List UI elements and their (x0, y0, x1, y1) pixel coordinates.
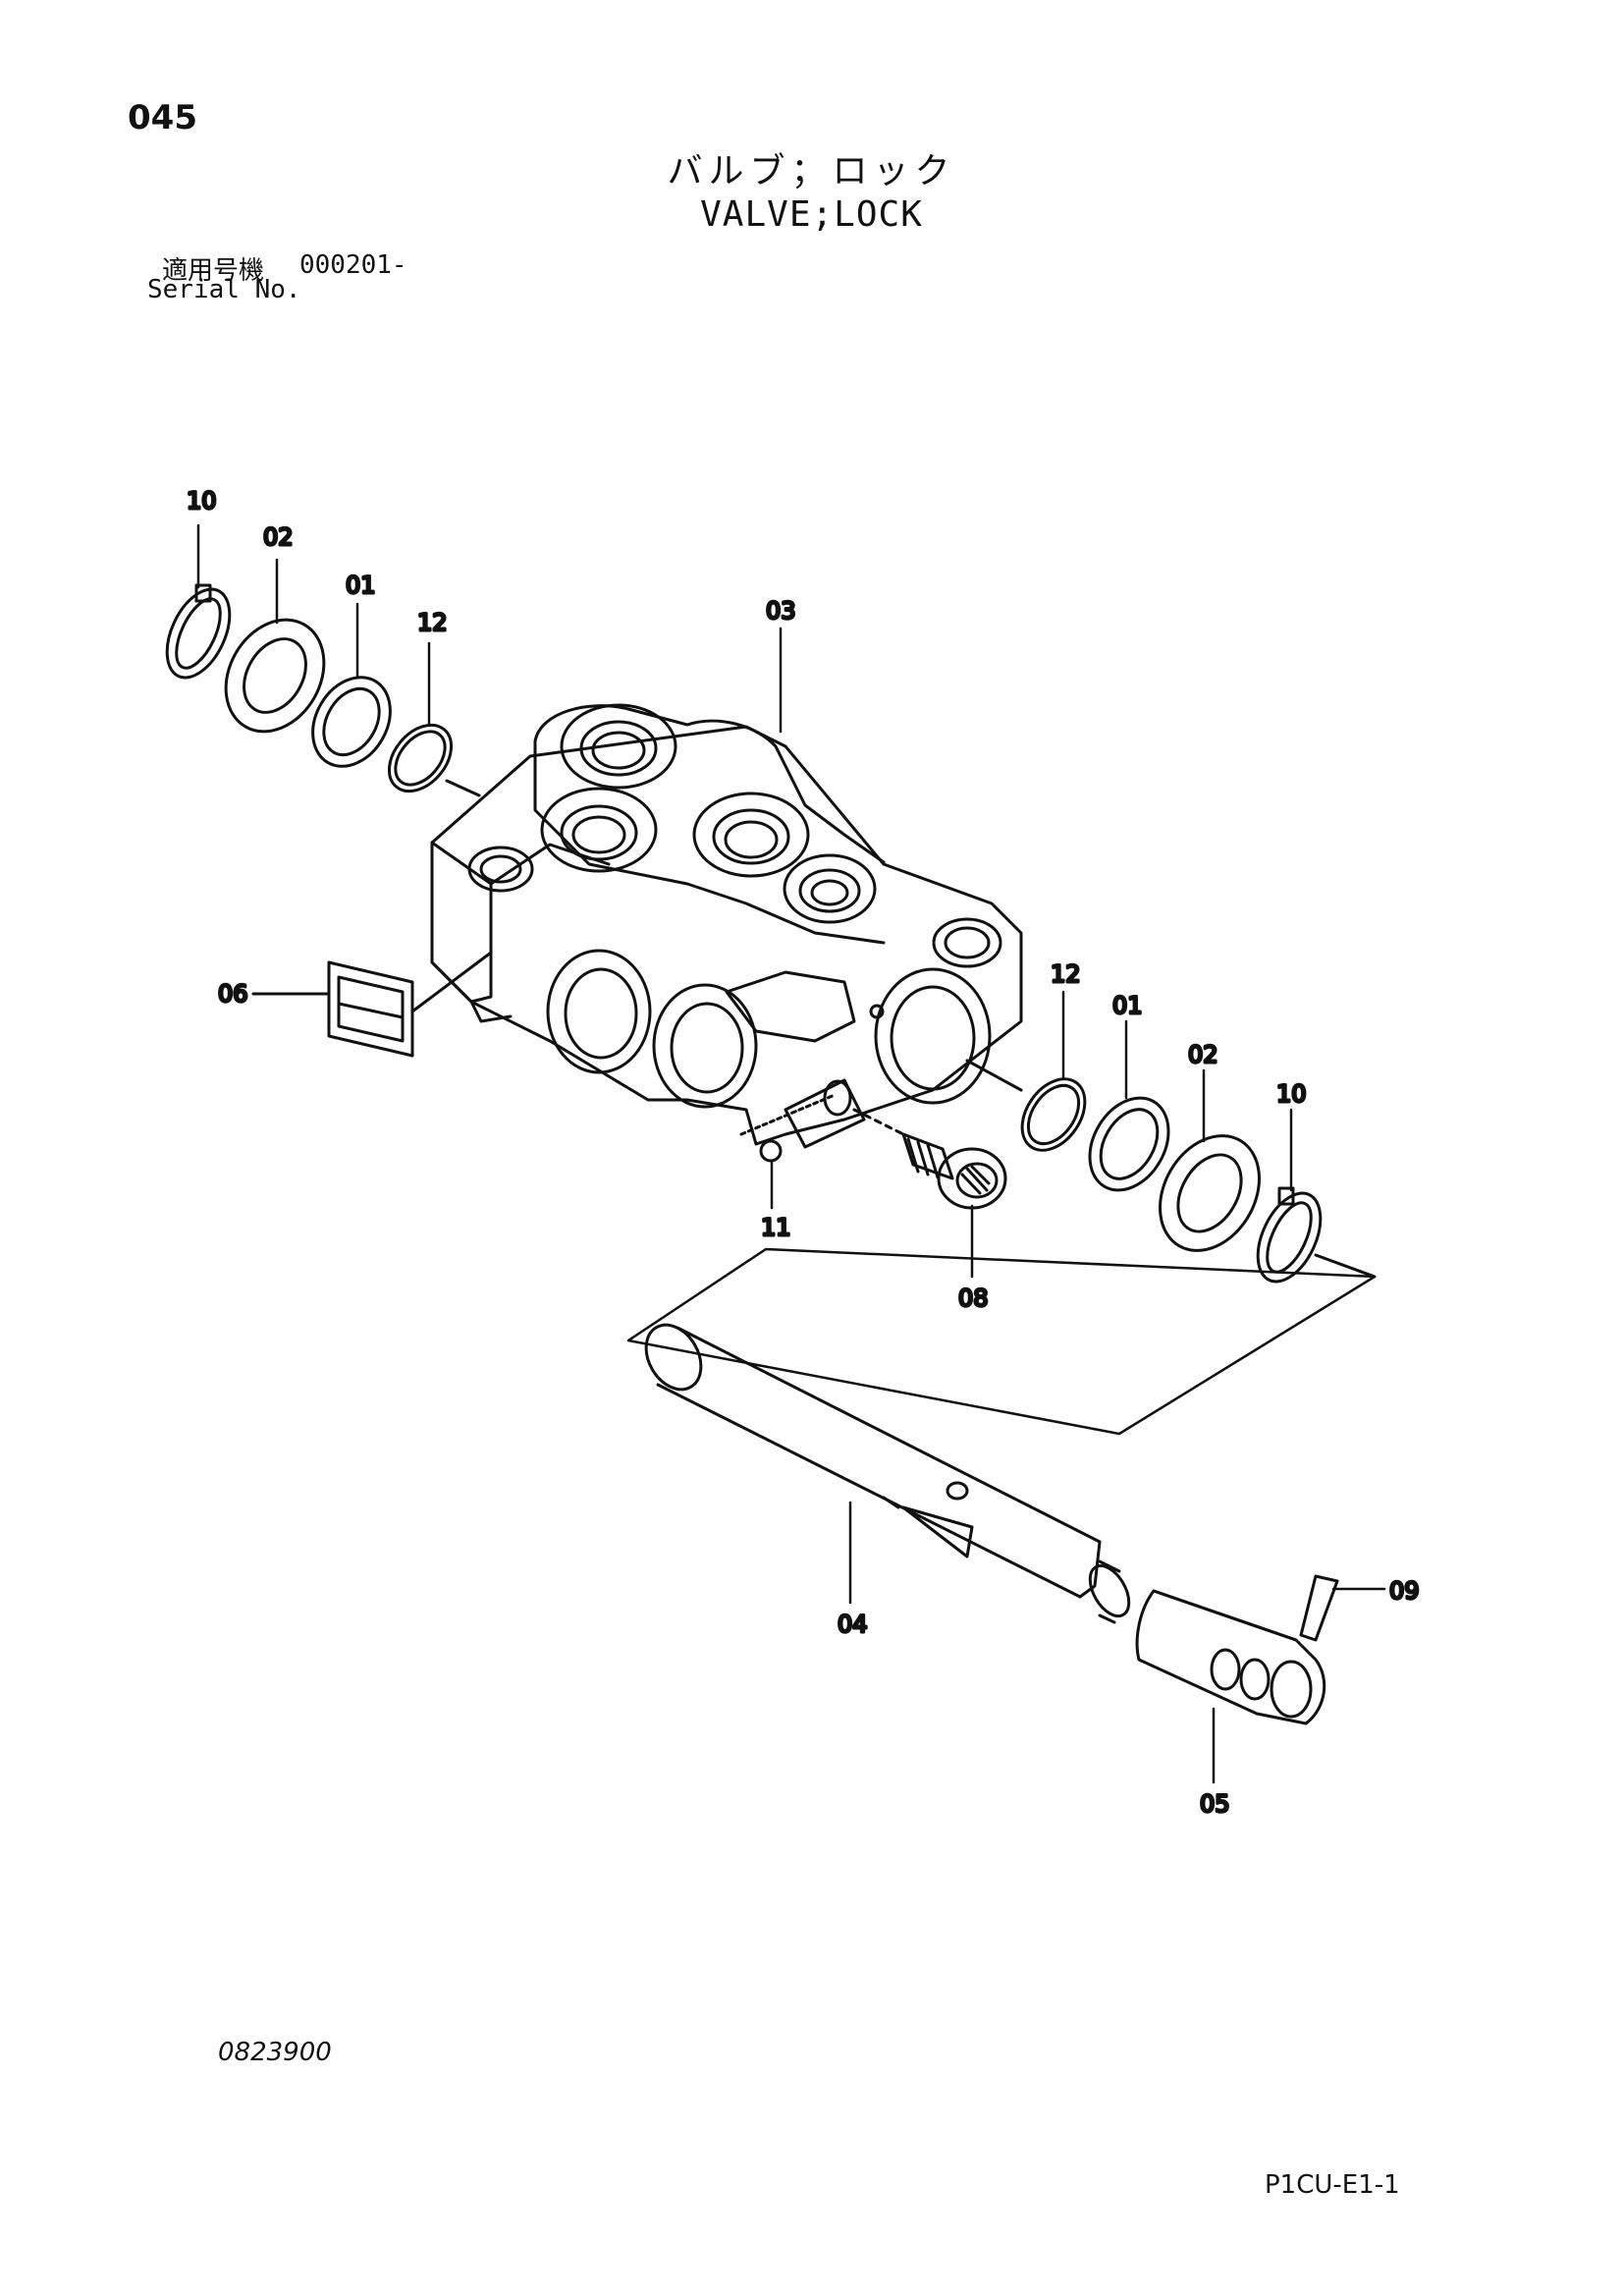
callout-04: 04 (838, 1611, 868, 1638)
callout-01-right: 01 (1112, 992, 1143, 1019)
callout-09: 09 (1389, 1577, 1420, 1605)
serial-label-japanese: 適用号機 (162, 256, 265, 286)
callout-10-right: 10 (1276, 1080, 1307, 1108)
backup-ring-right-part-02 (1159, 1134, 1261, 1252)
callout-03: 03 (766, 597, 796, 625)
spool-part-04 (644, 1323, 1131, 1624)
seal-ring-right-part-01 (1088, 1096, 1170, 1192)
page-number: 045 (128, 98, 197, 137)
callout-12-right: 12 (1051, 960, 1081, 988)
seal-ring-left-part-01 (311, 676, 392, 768)
plug-part-11 (759, 1139, 783, 1163)
snap-ring-left-part-10 (165, 583, 232, 680)
title-japanese: バルブ；ロック (667, 151, 956, 191)
callout-10-left: 10 (187, 487, 217, 515)
lever-part-05 (1135, 1589, 1326, 1725)
o-ring-left-part-12 (387, 723, 454, 793)
callout-02-left: 02 (263, 523, 294, 551)
leader-lines (196, 523, 1386, 1784)
callout-08: 08 (958, 1285, 989, 1312)
callout-12-left: 12 (417, 609, 448, 636)
o-ring-right-part-12 (1020, 1077, 1087, 1152)
nameplate-part-06 (327, 960, 414, 1058)
serial-label-english: Serial No. (147, 275, 301, 304)
callout-11: 11 (761, 1214, 791, 1241)
page-code: P1CU-E1-1 (1265, 2170, 1400, 2200)
callout-06: 06 (218, 980, 248, 1008)
callout-05: 05 (1200, 1790, 1230, 1818)
callout-02-right: 02 (1188, 1041, 1218, 1068)
callout-01-left: 01 (346, 572, 376, 599)
backup-ring-left-part-02 (224, 618, 326, 734)
pin-part-09 (1299, 1574, 1339, 1642)
serial-value: 000201- (299, 250, 407, 280)
screw-part-08 (901, 1132, 1007, 1210)
valve-body-part-03 (430, 703, 1023, 1149)
title-english: VALVE;LOCK (700, 194, 923, 235)
drawing-number: 0823900 (218, 2038, 332, 2067)
